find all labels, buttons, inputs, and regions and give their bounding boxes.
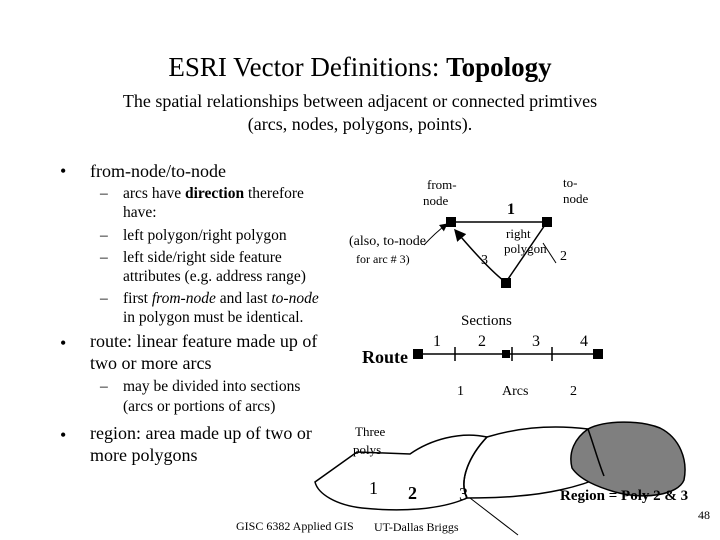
bullet-2-line-1: route: linear feature made up of (90, 331, 318, 351)
sub-3-line-2: attributes (e.g. address range) (123, 268, 306, 285)
arc-3-arrow (454, 228, 505, 282)
poly-2-label: 2 (408, 483, 417, 503)
arc-2-line (505, 221, 548, 283)
poly-3-leader-line (469, 497, 519, 536)
three-polys-label-line-1: Three (355, 424, 386, 439)
title-bold: Topology (446, 52, 552, 82)
sub-1-line-1: arcs have direction therefore (123, 184, 304, 203)
slide-title: ESRI Vector Definitions: Topology (0, 52, 720, 83)
footer-university: UT-Dallas Briggs (374, 520, 459, 534)
bullet-3-line-2: more polygons (90, 445, 198, 465)
sub-5-line-1: may be divided into sections (123, 378, 301, 395)
sub-1-text-c: therefore (244, 185, 304, 202)
sub-dash-3: – (100, 249, 108, 266)
arc-number-1: 1 (457, 384, 464, 399)
title-lead: ESRI Vector Definitions: (168, 52, 447, 82)
from-node-marker (446, 217, 456, 227)
section-number-1: 1 (433, 333, 441, 350)
from-node-label-line-2: node (423, 193, 449, 208)
sub-3-line-1: left side/right side feature (123, 249, 282, 266)
sections-label: Sections (461, 313, 512, 329)
bullet-marker-1: • (60, 161, 67, 181)
arcs-label: Arcs (502, 384, 529, 399)
route-node-right (593, 349, 603, 359)
page-number: 48 (698, 508, 710, 522)
sub-4-text-d: to-node (271, 290, 319, 307)
bullet-marker-3: • (60, 425, 67, 445)
bullet-3-line-1: region: area made up of two or (90, 423, 312, 443)
right-polygon-label-line-1: right (506, 226, 531, 241)
sub-5-line-2: (arcs or portions of arcs) (123, 398, 276, 415)
subtitle-line-1: The spatial relationships between adjace… (122, 91, 598, 111)
three-polys-label-line-2: polys (353, 442, 382, 457)
sub-1-text-a: arcs have (123, 185, 185, 202)
also-to-node-label-line-2: for arc # 3) (356, 252, 410, 266)
arc-1-label: 1 (507, 201, 515, 218)
region-shape (570, 421, 686, 497)
arc-3-label: 3 (481, 253, 488, 268)
from-node-label-line-1: from- (427, 177, 457, 192)
sub-4-text-c: and last (215, 290, 272, 307)
section-number-3: 3 (532, 333, 540, 350)
route-label: Route (362, 347, 408, 367)
also-to-node-label-line-1: (also, to-node (349, 234, 426, 249)
sub-dash-2: – (100, 227, 108, 244)
middle-node-marker (501, 278, 511, 288)
bullet-1-text: from-node/to-node (90, 161, 226, 181)
footer-course: GISC 6382 Applied GIS (236, 519, 354, 533)
section-number-2: 2 (478, 333, 486, 350)
poly-2-outline (463, 426, 605, 499)
arc-number-2: 2 (570, 384, 577, 399)
poly-3-label: 3 (459, 484, 468, 504)
bullet-marker-2: • (60, 333, 67, 353)
sub-dash-5: – (100, 378, 108, 395)
sub-1-line-2: have: (123, 204, 157, 221)
bullet-2-line-2: two or more arcs (90, 353, 212, 373)
polygon-2-label: 2 (560, 249, 567, 264)
sub-1-text-b: direction (184, 185, 245, 202)
route-node-middle (502, 350, 510, 358)
also-to-node-arrow (423, 223, 448, 246)
subtitle-line-2: (arcs, nodes, polygons, points). (247, 114, 473, 134)
to-node-label-line-1: to- (563, 175, 578, 190)
sub-4-text-a: first (123, 290, 152, 307)
right-polygon-pointer (542, 242, 557, 264)
sub-dash-4: – (100, 290, 108, 307)
section-number-4: 4 (580, 333, 588, 350)
to-node-label-line-2: node (563, 191, 589, 206)
sub-4-line-1: first from-node and last to-node (123, 289, 319, 308)
region-internal-boundary (587, 428, 605, 477)
region-label: Region = Poly 2 & 3 (560, 488, 689, 504)
sub-dash-1: – (100, 185, 108, 202)
poly-1-label: 1 (369, 478, 378, 498)
route-node-left (413, 349, 423, 359)
sub-4-text-b: from-node (151, 290, 216, 307)
sub-4-line-2: in polygon must be identical. (123, 309, 304, 326)
right-polygon-label-line-2: polygon (504, 241, 547, 256)
sub-2-text: left polygon/right polygon (123, 227, 287, 244)
slide-subtitle: The spatial relationships between adjace… (0, 90, 720, 136)
